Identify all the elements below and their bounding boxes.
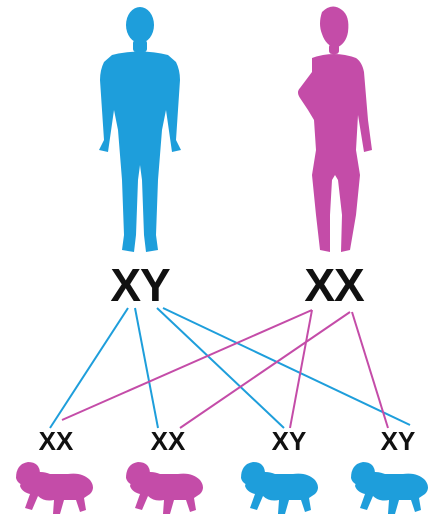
connection-line-father-to-child-1: [49, 307, 129, 429]
connection-line-mother-to-child-3: [289, 309, 313, 429]
child-2-genotype-label: XX: [150, 426, 186, 456]
child-4-genotype-label: XY: [380, 426, 416, 456]
mother-genotype-label: XX: [304, 259, 364, 311]
crawling-baby-icon: [16, 462, 93, 514]
child-3-genotype-label: XY: [271, 426, 307, 456]
connection-line-mother-to-child-1: [61, 309, 313, 421]
connection-line-father-to-child-2: [134, 307, 159, 429]
woman-silhouette-icon: [298, 6, 372, 252]
father-genotype-label: XY: [110, 259, 170, 311]
connection-line-mother-to-child-4: [351, 311, 389, 429]
man-silhouette-icon: [99, 7, 181, 252]
connection-line-father-to-child-3: [156, 307, 285, 429]
crawling-baby-icon: [126, 462, 203, 514]
connection-line-mother-to-child-2: [179, 311, 351, 429]
child-1-genotype-label: XX: [38, 426, 74, 456]
connection-lines: [49, 307, 411, 429]
crawling-baby-icon: [241, 462, 318, 514]
connection-line-father-to-child-4: [162, 307, 411, 426]
children-icons: [16, 462, 428, 514]
crawling-baby-icon: [351, 462, 428, 514]
